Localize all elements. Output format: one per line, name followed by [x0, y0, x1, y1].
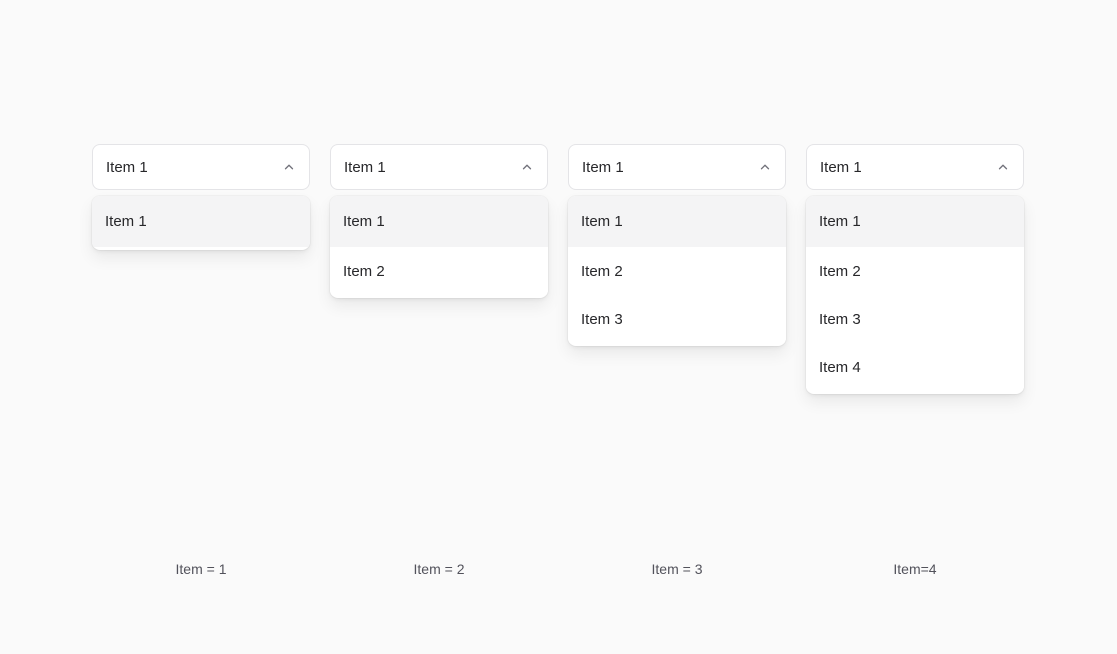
- select-value: Item 1: [344, 158, 386, 176]
- caption: Item = 2: [413, 561, 465, 577]
- chevron-up-icon: [758, 160, 772, 174]
- select-option[interactable]: Item 2: [568, 247, 786, 295]
- select-trigger[interactable]: Item 1: [806, 144, 1024, 190]
- select-group-1: Item 1 Item 1 Item = 1: [92, 144, 310, 577]
- select-menu: Item 1 Item 2 Item 3: [568, 196, 786, 346]
- select-option[interactable]: Item 1: [806, 196, 1024, 247]
- select-menu: Item 1: [92, 196, 310, 250]
- select-menu: Item 1 Item 2: [330, 196, 548, 298]
- select-option[interactable]: Item 1: [92, 196, 310, 247]
- select-option[interactable]: Item 1: [568, 196, 786, 247]
- select-value: Item 1: [106, 158, 148, 176]
- caption: Item = 1: [175, 561, 227, 577]
- select-group-2: Item 1 Item 1 Item 2 Item = 2: [330, 144, 548, 577]
- select-menu: Item 1 Item 2 Item 3 Item 4: [806, 196, 1024, 394]
- select-option[interactable]: Item 1: [330, 196, 548, 247]
- chevron-up-icon: [996, 160, 1010, 174]
- select-trigger[interactable]: Item 1: [568, 144, 786, 190]
- select-option[interactable]: Item 2: [806, 247, 1024, 295]
- select-trigger[interactable]: Item 1: [92, 144, 310, 190]
- chevron-up-icon: [520, 160, 534, 174]
- select-option[interactable]: Item 2: [330, 247, 548, 295]
- select-group-3: Item 1 Item 1 Item 2 Item 3 Item = 3: [568, 144, 786, 577]
- select-option[interactable]: Item 3: [806, 295, 1024, 343]
- select-trigger[interactable]: Item 1: [330, 144, 548, 190]
- chevron-up-icon: [282, 160, 296, 174]
- select-option[interactable]: Item 4: [806, 343, 1024, 391]
- caption: Item = 3: [651, 561, 703, 577]
- caption: Item=4: [893, 561, 937, 577]
- select-option[interactable]: Item 3: [568, 295, 786, 343]
- select-value: Item 1: [820, 158, 862, 176]
- select-value: Item 1: [582, 158, 624, 176]
- select-group-4: Item 1 Item 1 Item 2 Item 3 Item 4 Item=…: [806, 144, 1024, 577]
